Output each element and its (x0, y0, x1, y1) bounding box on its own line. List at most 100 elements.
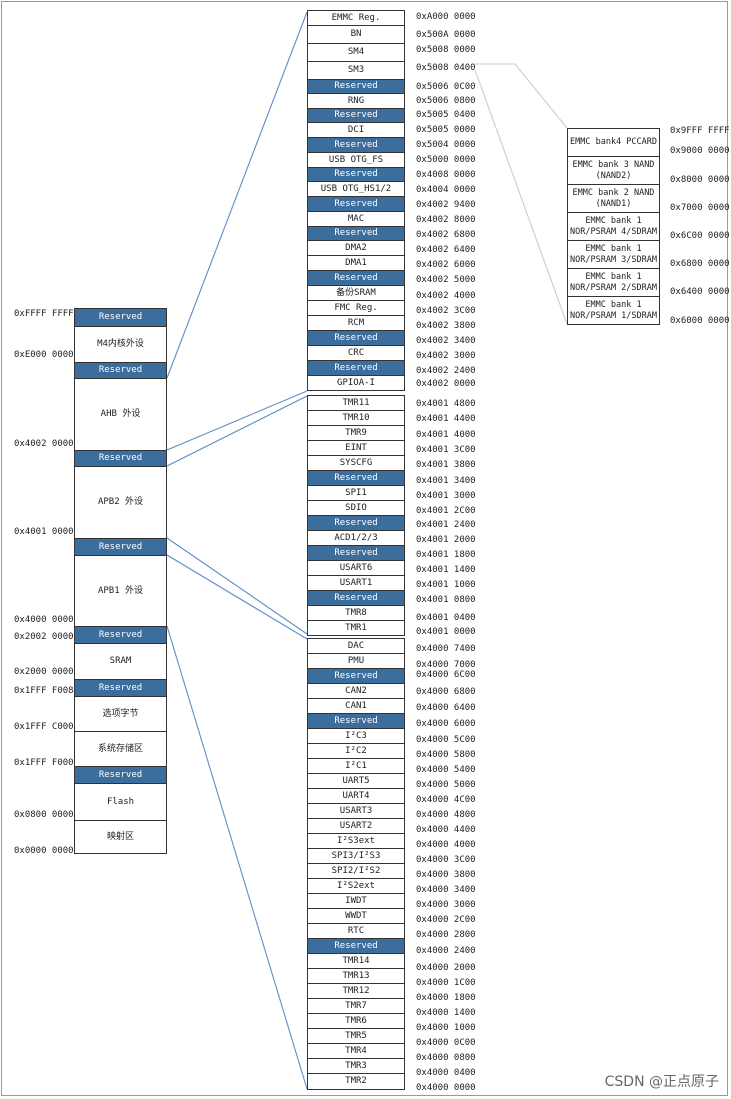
apb2-block-7: SDIO (307, 500, 405, 516)
apb2-block-2: TMR9 (307, 425, 405, 441)
emmc-address-label: 0x6C00 0000 (670, 231, 730, 241)
left_column-address-label: 0x1FFF C000 (14, 722, 74, 732)
left_column-block-5: APB2 外设 (74, 466, 167, 539)
apb1-address-label: 0x4000 2800 (416, 930, 476, 940)
left_column-address-label: 0x1FFF F008 (14, 686, 74, 696)
ahb-address-label: 0x5005 0400 (416, 110, 476, 120)
apb1-address-label: 0x4000 3800 (416, 870, 476, 880)
apb2-address-label: 0x4001 3800 (416, 460, 476, 470)
ahb-address-label: 0x4002 4000 (416, 291, 476, 301)
apb2-address-label: 0x4001 4800 (416, 399, 476, 409)
apb1-block-21: TMR14 (307, 953, 405, 969)
apb1-address-label: 0x4000 7000 (416, 660, 476, 670)
apb1-address-label: 0x4000 6800 (416, 687, 476, 697)
apb2-block-1: TMR10 (307, 410, 405, 426)
left_column-block-3: AHB 外设 (74, 378, 167, 451)
ahb-address-label: 0x4002 5000 (416, 275, 476, 285)
ahb-block-16: DMA1 (307, 255, 405, 271)
left_column-block-4: Reserved (74, 450, 167, 467)
apb1-address-label: 0x4000 0800 (416, 1053, 476, 1063)
left_column-address-label: 0xFFFF FFFF (14, 309, 74, 319)
ahb-block-11: USB OTG_HS1/2 (307, 181, 405, 197)
apb2-address-label: 0x4001 4400 (416, 414, 476, 424)
ahb-address-label: 0x5008 0400 (416, 63, 476, 73)
apb1-address-label: 0x4000 1000 (416, 1023, 476, 1033)
ahb-block-1: BN (307, 25, 405, 44)
ahb-block-22: CRC (307, 345, 405, 361)
apb1-address-label: 0x4000 5C00 (416, 735, 476, 745)
apb1-address-label: 0x4000 4800 (416, 810, 476, 820)
ahb-address-label: 0x5004 0000 (416, 140, 476, 150)
apb1-block-10: UART4 (307, 788, 405, 804)
left_column-address-label: 0x1FFF F000 (14, 758, 74, 768)
apb1-address-label: 0x4000 4000 (416, 840, 476, 850)
emmc-address-label: 0x9FFF FFFF (670, 126, 730, 136)
ahb-block-12: Reserved (307, 196, 405, 212)
apb2-block-15: TMR1 (307, 620, 405, 636)
ahb-block-8: Reserved (307, 137, 405, 153)
ahb-block-4: Reserved (307, 79, 405, 94)
ahb-block-24: GPIOA-I (307, 375, 405, 391)
emmc-address-label: 0x7000 0000 (670, 203, 730, 213)
left_column-block-0: Reserved (74, 308, 167, 327)
apb1-block-19: RTC (307, 923, 405, 939)
ahb-address-label: 0x4004 0000 (416, 185, 476, 195)
ahb-block-10: Reserved (307, 167, 405, 182)
ahb-block-5: RNG (307, 93, 405, 109)
apb1-address-label: 0x4000 3000 (416, 900, 476, 910)
apb1-block-29: TMR2 (307, 1073, 405, 1090)
ahb-block-13: MAC (307, 211, 405, 227)
apb2-address-label: 0x4001 4000 (416, 430, 476, 440)
apb2-address-label: 0x4001 1800 (416, 550, 476, 560)
apb2-block-13: Reserved (307, 590, 405, 606)
apb1-block-8: I²C1 (307, 758, 405, 774)
apb2-block-5: Reserved (307, 470, 405, 486)
left_column-address-label: 0x2000 0000 (14, 667, 74, 677)
apb2-address-label: 0x4001 3000 (416, 491, 476, 501)
apb2-connector-bottom (166, 537, 308, 635)
ahb-address-label: 0x4002 0000 (416, 379, 476, 389)
ahb-block-23: Reserved (307, 360, 405, 376)
apb1-block-4: CAN1 (307, 698, 405, 714)
left_column-block-2: Reserved (74, 362, 167, 379)
ahb-address-label: 0x5008 0000 (416, 45, 476, 55)
ahb-block-19: FMC Reg. (307, 300, 405, 316)
apb1-block-20: Reserved (307, 938, 405, 954)
left_column-address-label: 0x4002 0000 (14, 439, 74, 449)
ahb-address-label: 0xA000 0000 (416, 12, 476, 22)
ahb-connector-top (166, 11, 308, 379)
ahb-address-label: 0x5006 0C00 (416, 82, 476, 92)
left_column-block-9: SRAM (74, 643, 167, 680)
left_column-address-label: 0x2002 0000 (14, 632, 74, 642)
emmc-address-label: 0x8000 0000 (670, 175, 730, 185)
left_column-block-14: Flash (74, 783, 167, 821)
emmc-address-label: 0x6400 0000 (670, 287, 730, 297)
apb1-block-26: TMR5 (307, 1028, 405, 1044)
apb1-block-22: TMR13 (307, 968, 405, 984)
left_column-address-label: 0x4001 0000 (14, 527, 74, 537)
apb1-address-label: 0x4000 6400 (416, 703, 476, 713)
apb1-address-label: 0x4000 1800 (416, 993, 476, 1003)
apb2-block-10: Reserved (307, 545, 405, 561)
apb1-block-6: I²C3 (307, 728, 405, 744)
ahb-block-20: RCM (307, 315, 405, 331)
apb2-block-4: SYSCFG (307, 455, 405, 471)
ahb-address-label: 0x5005 0000 (416, 125, 476, 135)
ahb-address-label: 0x4002 3000 (416, 351, 476, 361)
apb2-address-label: 0x4001 1400 (416, 565, 476, 575)
ahb-address-label: 0x4002 6400 (416, 245, 476, 255)
apb1-address-label: 0x4000 0000 (416, 1083, 476, 1093)
left_column-address-label: 0x0800 0000 (14, 810, 74, 820)
apb1-block-16: I²S2ext (307, 878, 405, 894)
emmc-block-3: EMMC bank 1 NOR/PSRAM 4/SDRAM (567, 212, 660, 241)
left_column-block-12: 系统存储区 (74, 731, 167, 767)
ahb-address-label: 0x500A 0000 (416, 30, 476, 40)
ahb-block-2: SM4 (307, 43, 405, 62)
ahb-block-18: 备份SRAM (307, 285, 405, 301)
ahb-address-label: 0x4002 3800 (416, 321, 476, 331)
emmc-address-label: 0x6000 0000 (670, 316, 730, 326)
left_column-address-label: 0x4000 0000 (14, 615, 74, 625)
emmc-block-4: EMMC bank 1 NOR/PSRAM 3/SDRAM (567, 240, 660, 269)
apb2-address-label: 0x4001 0000 (416, 627, 476, 637)
